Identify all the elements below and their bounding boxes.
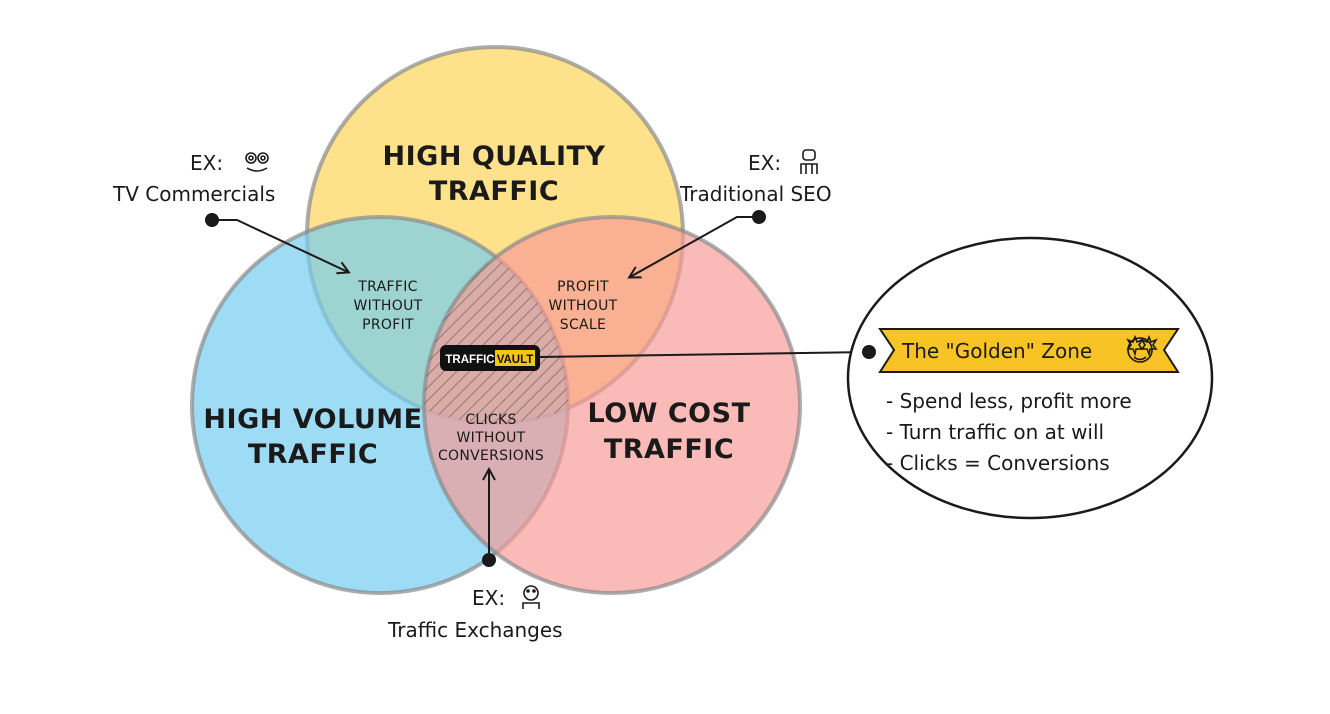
golden-zone-bullet-1: - Spend less, profit more [886,389,1132,413]
example-tv-arrow [212,219,348,272]
tv-icon [245,152,269,172]
example-seo-prefix: EX: [748,151,781,175]
logo-part-traffic: TRAFFIC [445,354,494,366]
overlap-bottom-line1: CLICKS [465,412,516,428]
traffic-vault-logo: TRAFFIC VAULT [440,345,540,371]
golden-zone-banner [878,328,1180,373]
overlap-top-right-line2: WITHOUT [549,298,618,314]
right-circle-title-line2: TRAFFIC [604,434,734,465]
overlap-top-left-line2: WITHOUT [354,298,423,314]
star-eyes-face-icon [1126,334,1158,363]
right-circle-title-line1: LOW COST [587,398,750,429]
overlap-bottom-line3: CONVERSIONS [438,448,544,464]
golden-zone-bullet-2: - Turn traffic on at will [886,420,1104,444]
example-exchanges-prefix: EX: [472,586,505,610]
golden-zone-connector [539,351,870,358]
example-seo-arrow [630,216,759,277]
example-tv-text: TV Commercials [112,182,275,206]
top-circle-title-line1: HIGH QUALITY [383,141,606,172]
example-exchanges-text: Traffic Exchanges [387,618,563,642]
golden-zone-title: The "Golden" Zone [901,339,1092,363]
golden-zone-dot [862,345,876,359]
logo-part-vault: VAULT [497,354,534,366]
overlap-top-right-line1: PROFIT [557,279,609,295]
overlap-top-right-line3: SCALE [560,317,606,333]
golden-zone-bullet-3: - Clicks = Conversions [886,451,1110,475]
example-seo-text: Traditional SEO [679,182,832,206]
robot-icon [800,149,818,174]
overlap-top-left-line3: PROFIT [362,317,414,333]
top-circle-title-line2: TRAFFIC [429,176,559,207]
golden-zone-hatch [424,217,568,423]
golden-zone-bubble [846,236,1214,520]
puzzled-face-icon [522,585,540,609]
overlap-bottom-line2: WITHOUT [457,430,526,446]
left-circle-title-line1: HIGH VOLUME [203,404,422,435]
overlap-top-left-line1: TRAFFIC [357,279,417,295]
left-circle-title-line2: TRAFFIC [248,439,378,470]
example-tv-prefix: EX: [190,151,223,175]
